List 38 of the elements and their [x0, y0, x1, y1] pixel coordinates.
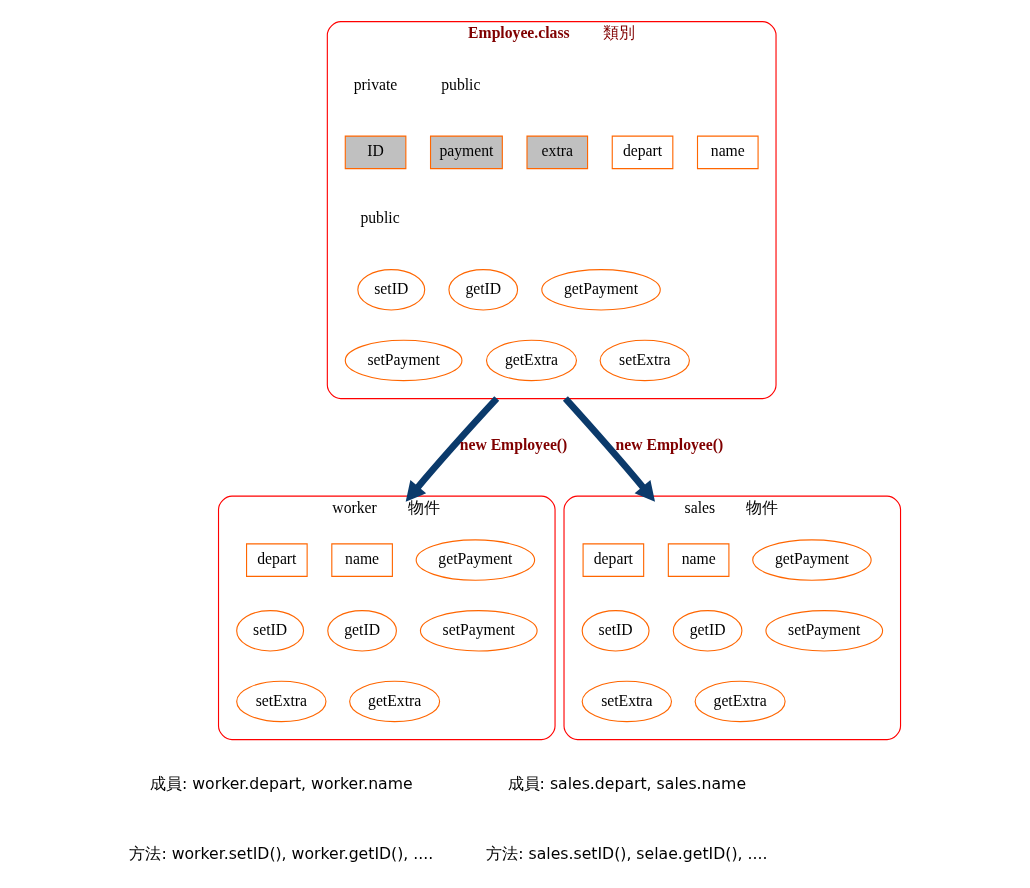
label: public — [359, 209, 400, 227]
node-box: name — [330, 543, 393, 577]
node-box: name — [696, 135, 759, 170]
edge-label: new Employee() — [615, 436, 723, 454]
node-ellipse: getID — [447, 269, 518, 311]
node-ellipse: setID — [235, 610, 304, 652]
node-box: depart — [245, 543, 308, 577]
node-ellipse: setPayment — [419, 610, 538, 652]
label: 方法: sales.setID(), selae.getID(), .... — [485, 844, 767, 864]
edge-label: new Employee() — [459, 436, 567, 454]
node-ellipse: getExtra — [694, 680, 786, 723]
node-box: depart — [611, 135, 673, 170]
arrow — [562, 396, 655, 502]
node-ellipse: setID — [356, 269, 425, 311]
node-box: ID — [344, 135, 406, 170]
node-ellipse: setExtra — [581, 680, 672, 723]
node-ellipse: setExtra — [599, 339, 690, 382]
label: 方法: worker.setID(), worker.getID(), .... — [128, 844, 433, 864]
label: 成員: worker.depart, worker.name — [149, 773, 413, 793]
node-ellipse: getPayment — [751, 539, 872, 581]
label: public — [440, 75, 480, 93]
node-ellipse: setPayment — [344, 339, 462, 382]
node-box: depart — [582, 543, 644, 577]
node-ellipse: setExtra — [235, 680, 327, 723]
node-ellipse: setPayment — [764, 610, 883, 652]
node-box: payment — [429, 135, 503, 170]
node-ellipse: getID — [672, 610, 742, 652]
node-box: extra — [525, 135, 588, 170]
node-ellipse: getPayment — [415, 539, 535, 581]
label: private — [353, 75, 397, 93]
arrow — [405, 396, 499, 502]
node-ellipse: getPayment — [540, 269, 661, 311]
node-box: name — [667, 543, 729, 577]
node-ellipse: getID — [326, 610, 397, 652]
node-ellipse: getExtra — [485, 339, 577, 382]
node-ellipse: setID — [581, 610, 650, 652]
label: 成員: sales.depart, sales.name — [507, 773, 746, 793]
node-ellipse: getExtra — [348, 680, 440, 723]
